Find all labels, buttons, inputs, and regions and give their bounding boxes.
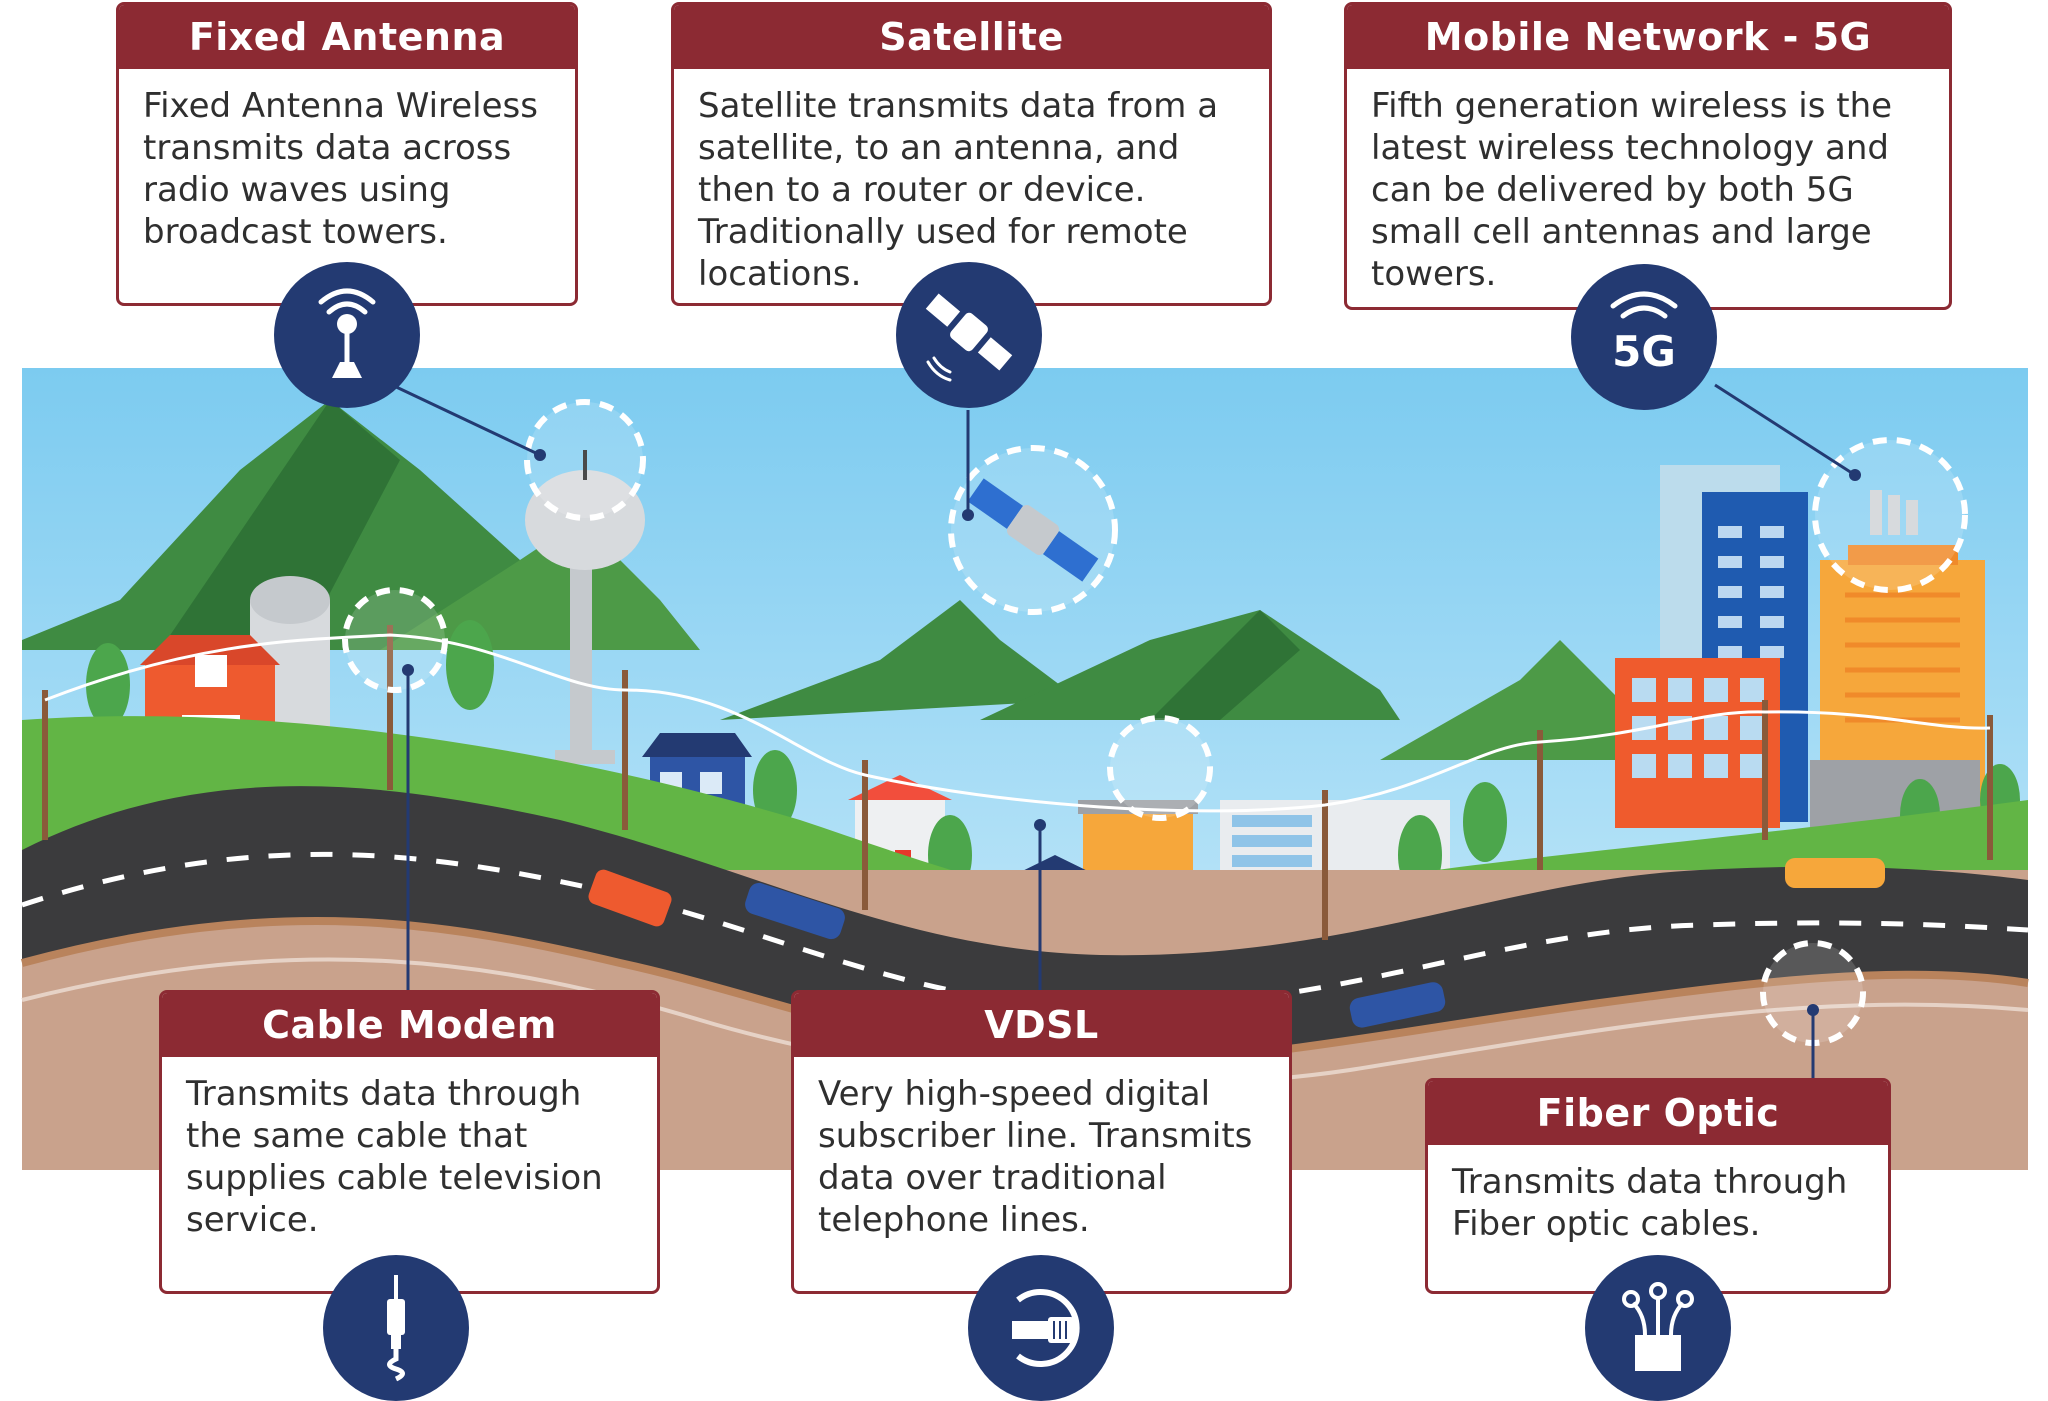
connector-lines [391,383,1856,1082]
utility-poles [42,625,1993,940]
card-vdsl: VDSL Very high-speed digital subscriber … [791,990,1292,1294]
card-title: VDSL [794,993,1289,1057]
5g-icon: 5G [1571,264,1717,410]
cell-antenna-small [1870,490,1918,535]
connector-dots [402,449,1861,1016]
card-title: Mobile Network - 5G [1347,5,1949,69]
antenna-icon [274,262,420,408]
card-text: Fifth generation wireless is the latest … [1371,86,1893,294]
card-satellite: Satellite Satellite transmits data from … [671,2,1272,306]
card-fixed-antenna: Fixed Antenna Fixed Antenna Wireless tra… [116,2,578,306]
satellite-small [967,478,1099,582]
card-text: Very high-speed digital subscriber line.… [818,1074,1253,1240]
card-title: Satellite [674,5,1269,69]
card-title: Fixed Antenna [119,5,575,69]
card-mobile-5g: Mobile Network - 5G Fifth generation wir… [1344,2,1952,310]
coax-cable-icon [323,1255,469,1401]
fiber-optic-icon [1585,1255,1731,1401]
card-title: Cable Modem [162,993,657,1057]
ethernet-plug-icon [968,1255,1114,1401]
road [22,786,2028,1061]
card-cable-modem: Cable Modem Transmits data through the s… [159,990,660,1294]
cars [588,858,1885,1028]
satellite-icon [896,262,1042,408]
5g-label: 5G [1612,327,1676,376]
card-text: Fixed Antenna Wireless transmits data ac… [143,86,538,252]
power-line [44,633,1991,813]
card-text: Transmits data through Fiber optic cable… [1452,1162,1848,1244]
mountains [22,400,1640,760]
card-title: Fiber Optic [1428,1081,1888,1145]
card-text: Transmits data through the same cable th… [186,1074,603,1240]
card-text: Satellite transmits data from a satellit… [698,86,1219,294]
water-tower [525,450,645,764]
